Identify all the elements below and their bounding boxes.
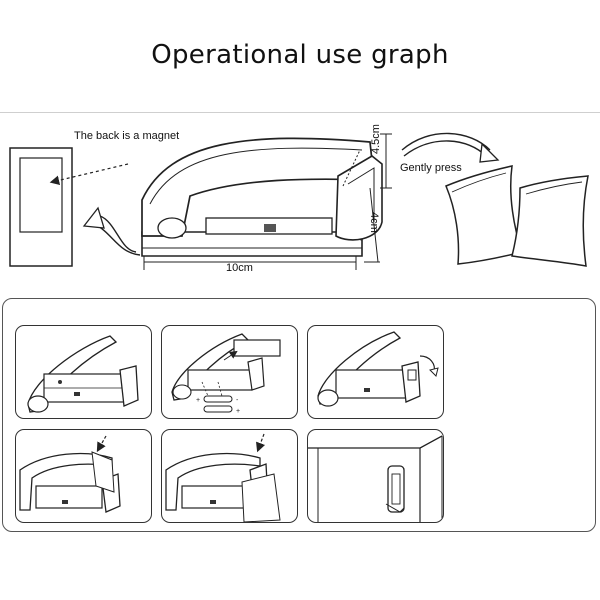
- width-label: 10cm: [226, 262, 253, 274]
- bag-icon: [445, 165, 589, 267]
- step-3: [307, 325, 444, 419]
- magnet-label: The back is a magnet: [74, 130, 180, 142]
- height-label: 4.5cm: [370, 124, 382, 154]
- sealer-icon: [141, 137, 383, 257]
- press-seal-icon: [165, 433, 281, 522]
- insert-bag-icon: [19, 435, 121, 513]
- battery-minus: -: [236, 397, 239, 404]
- steps-panel: + - +: [2, 298, 596, 532]
- switch-on-icon: [317, 331, 439, 407]
- wall-mount-icon: [308, 435, 443, 522]
- overview-illustration: [9, 132, 589, 270]
- fridge-icon: [9, 147, 73, 267]
- step-2: + - +: [161, 325, 298, 419]
- gently-press-label: Gently press: [400, 162, 462, 174]
- dimension-depth: [364, 187, 380, 263]
- step-6: [307, 429, 444, 523]
- dimension-height: [380, 133, 392, 189]
- battery-plus-1: +: [196, 397, 200, 404]
- step-5: [161, 429, 298, 523]
- step-4: [15, 429, 152, 523]
- battery-install-icon: + - +: [171, 333, 281, 415]
- battery-plus-2: +: [236, 408, 240, 415]
- title-divider: [0, 112, 600, 113]
- depth-label: 4cm: [368, 212, 380, 233]
- dimension-width: [143, 256, 357, 270]
- page-title: Operational use graph: [151, 40, 449, 70]
- sealer-open-icon: [27, 335, 139, 413]
- step-1: [15, 325, 152, 419]
